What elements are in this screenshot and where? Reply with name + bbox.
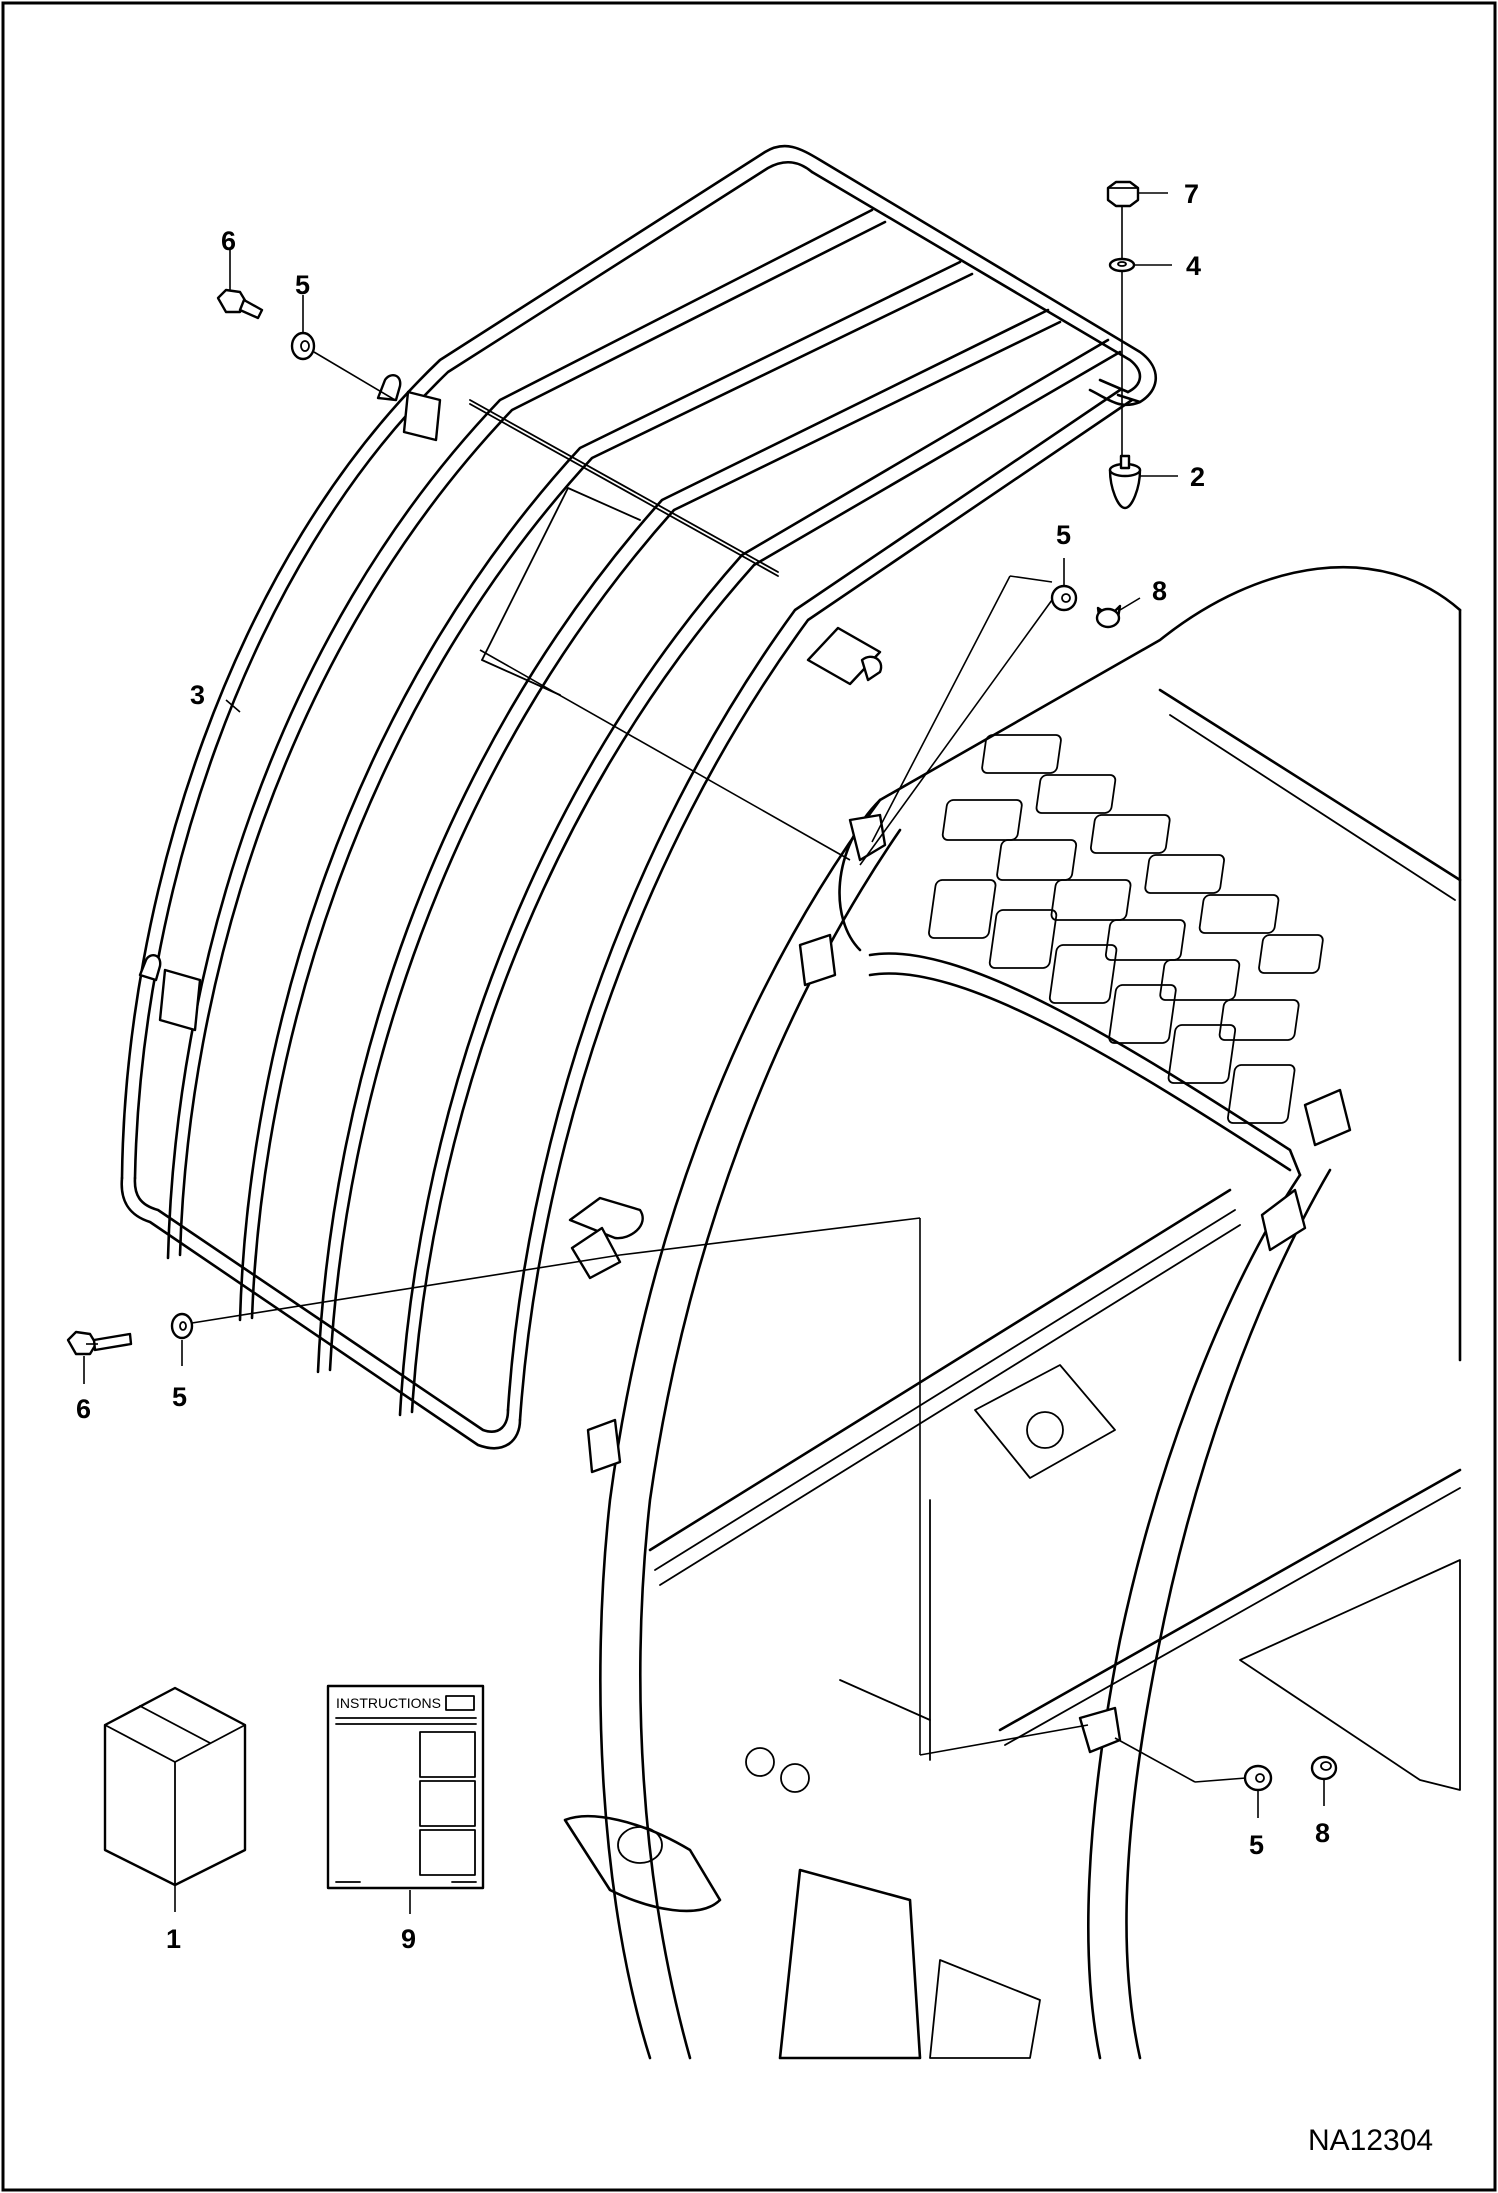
callout-labels: 7 4 2 6 5 5 8 3 6 5 1 9 5 8 (76, 179, 1330, 1954)
callout-1: 1 (166, 1924, 181, 1954)
nut-item-7 (1106, 180, 1140, 208)
callout-8-bottom: 8 (1315, 1818, 1330, 1848)
callout-3: 3 (190, 680, 205, 710)
bumper-item-2 (1108, 454, 1142, 510)
callout-5-bottom: 5 (1249, 1830, 1264, 1860)
callout-7: 7 (1184, 179, 1199, 209)
washer-item-4 (1108, 257, 1136, 273)
callout-5-top: 5 (295, 270, 310, 300)
instructions-sheet-title: INSTRUCTIONS (336, 1695, 441, 1711)
washer-item-5-left (170, 1312, 194, 1340)
kit-box-item-1 (103, 1686, 247, 1887)
leader-lines (83, 192, 1325, 1914)
figure-id: NA12304 (1308, 2124, 1433, 2157)
cab-frame (563, 565, 1462, 2060)
callout-6-top: 6 (221, 226, 236, 256)
roof-vents (928, 734, 1324, 1124)
nut-item-8-bottom (1310, 1755, 1338, 1781)
washer-item-5-bottom (1243, 1764, 1273, 1792)
washer-item-5-right (1050, 584, 1078, 612)
callout-5-right: 5 (1056, 520, 1071, 550)
callout-8-right: 8 (1152, 576, 1167, 606)
washer-item-5-top (290, 331, 316, 361)
bolt-item-6-top (216, 288, 264, 320)
nut-item-8-right (1095, 604, 1122, 629)
rear-window-guard (120, 144, 1157, 1450)
callout-6-left: 6 (76, 1394, 91, 1424)
callout-2: 2 (1190, 462, 1205, 492)
callout-5-left: 5 (172, 1382, 187, 1412)
bolt-item-6-left (66, 1330, 133, 1356)
callout-9: 9 (401, 1924, 416, 1954)
callout-4: 4 (1186, 251, 1201, 281)
instructions-sheet-item-9: INSTRUCTIONS (326, 1684, 485, 1890)
